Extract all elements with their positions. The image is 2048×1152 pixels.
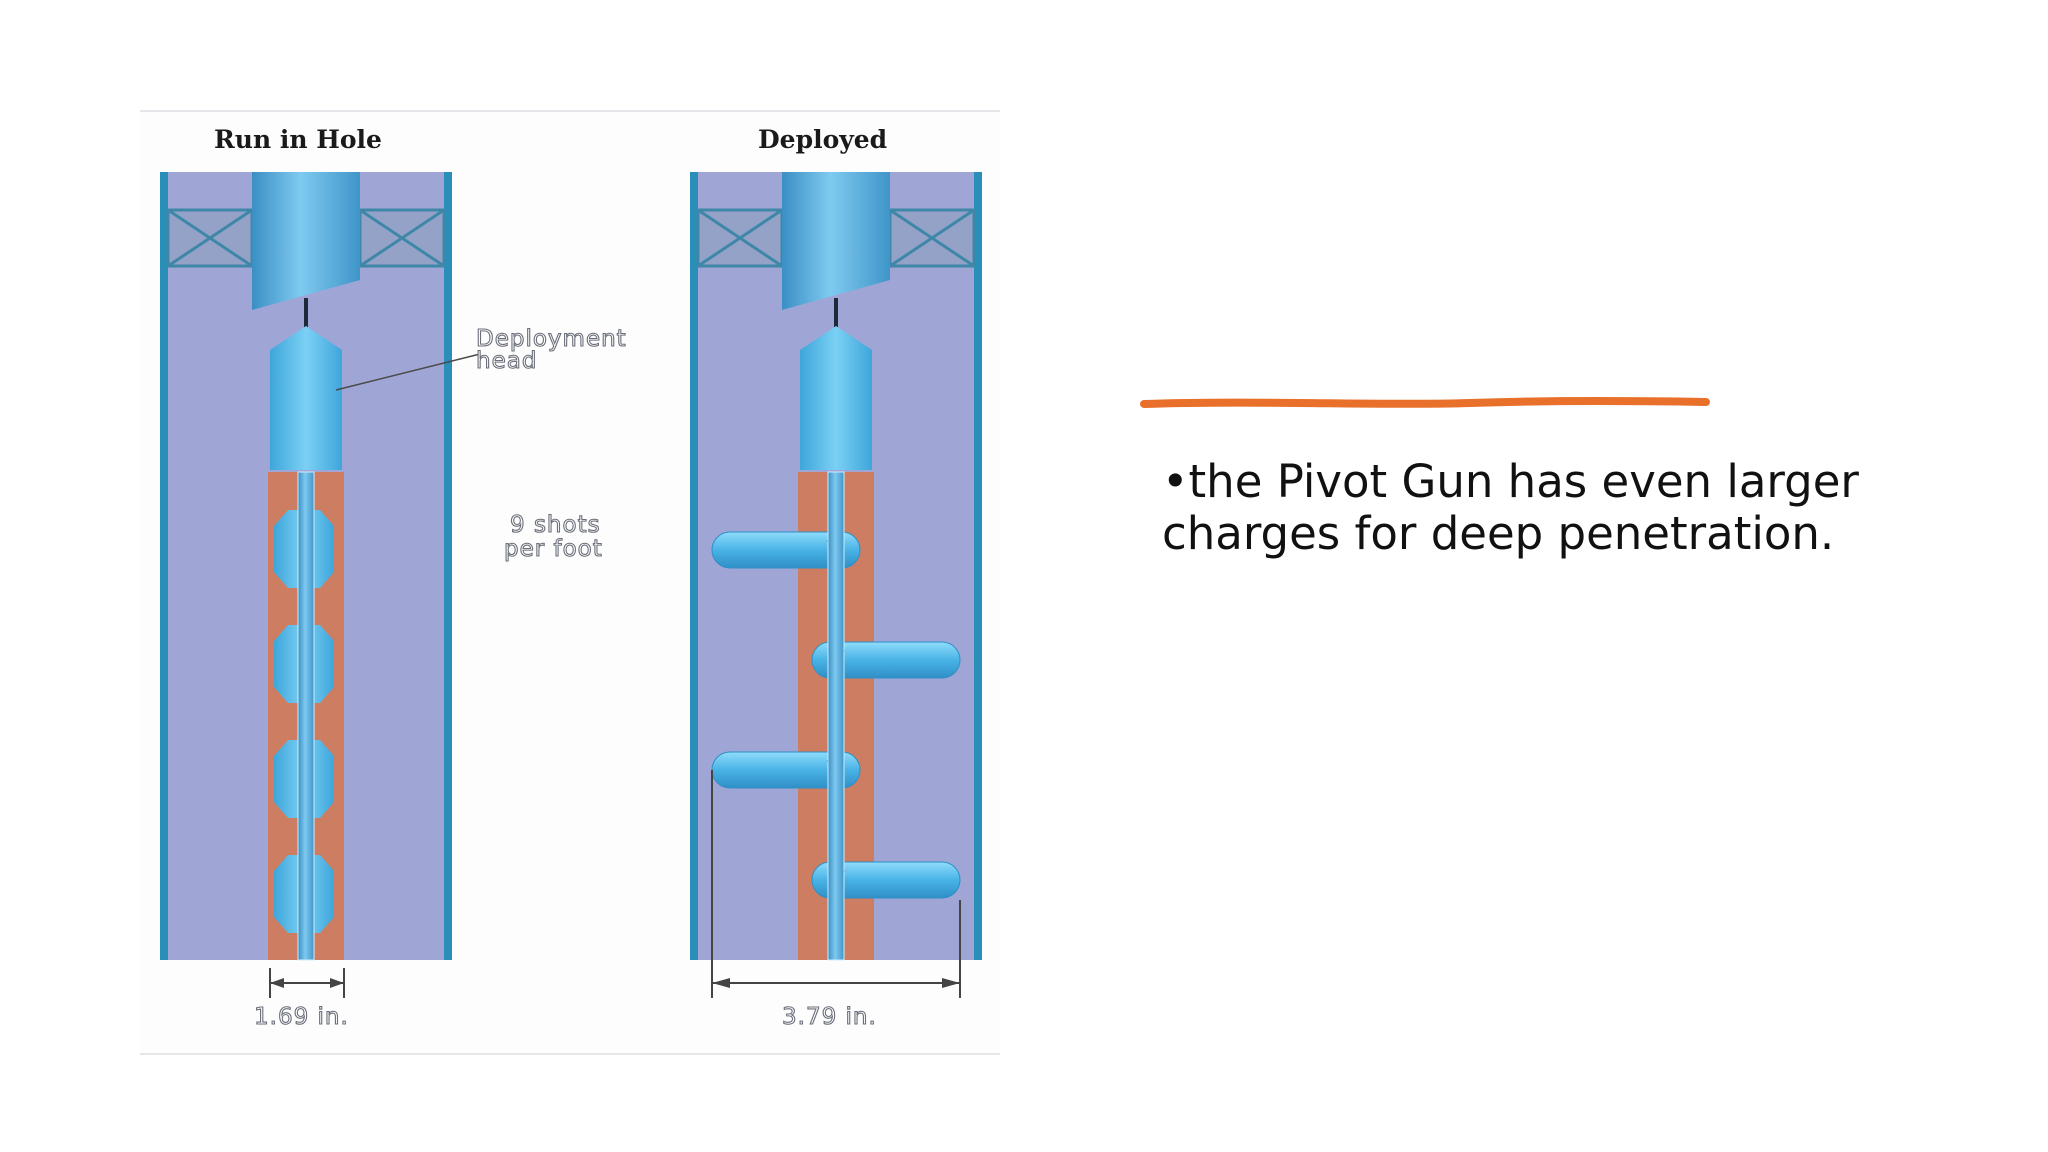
right-casing-wall-left (690, 172, 698, 960)
right-deployed-charges (711, 527, 961, 899)
callout-head-line1: Deployment (476, 326, 627, 352)
left-dimension-marker (269, 968, 345, 998)
right-packer-right (888, 208, 976, 268)
run-in-hole-title: Run in Hole (214, 125, 382, 154)
right-center-rod (827, 471, 845, 961)
right-packer-left (696, 208, 784, 268)
shots-line1: 9 shots (510, 512, 601, 538)
left-dimension-label: 1.69 in. (254, 1004, 349, 1030)
left-deployment-head (270, 326, 342, 470)
right-tubing (782, 172, 890, 310)
right-dimension-marker (711, 770, 961, 998)
run-in-hole-panel: Run in Hole (160, 125, 452, 1031)
left-packer-right (358, 208, 446, 268)
callout-head-line2: head (476, 348, 537, 374)
right-dimension-label: 3.79 in. (782, 1004, 877, 1030)
bullet-text: •the Pivot Gun has even larger charges f… (1162, 455, 1859, 560)
deployed-title: Deployed (758, 125, 887, 154)
shots-per-foot-label: 9 shots per foot (503, 511, 603, 562)
left-casing-wall-right (444, 172, 452, 960)
diagram-svg: Run in Hole (140, 110, 1000, 1055)
deployment-head-callout: Deployment head (335, 325, 627, 391)
right-casing-wall-right (974, 172, 982, 960)
deployed-panel: Deployed (690, 125, 982, 1031)
left-packer-left (166, 208, 254, 268)
right-deployment-head (800, 326, 872, 470)
left-tubing (252, 172, 360, 310)
orange-accent-line (1140, 397, 1710, 408)
pivot-gun-diagram: Run in Hole (140, 110, 1000, 1055)
shots-line2: per foot (504, 536, 603, 562)
left-center-rod (297, 471, 315, 961)
left-casing-wall-left (160, 172, 168, 960)
